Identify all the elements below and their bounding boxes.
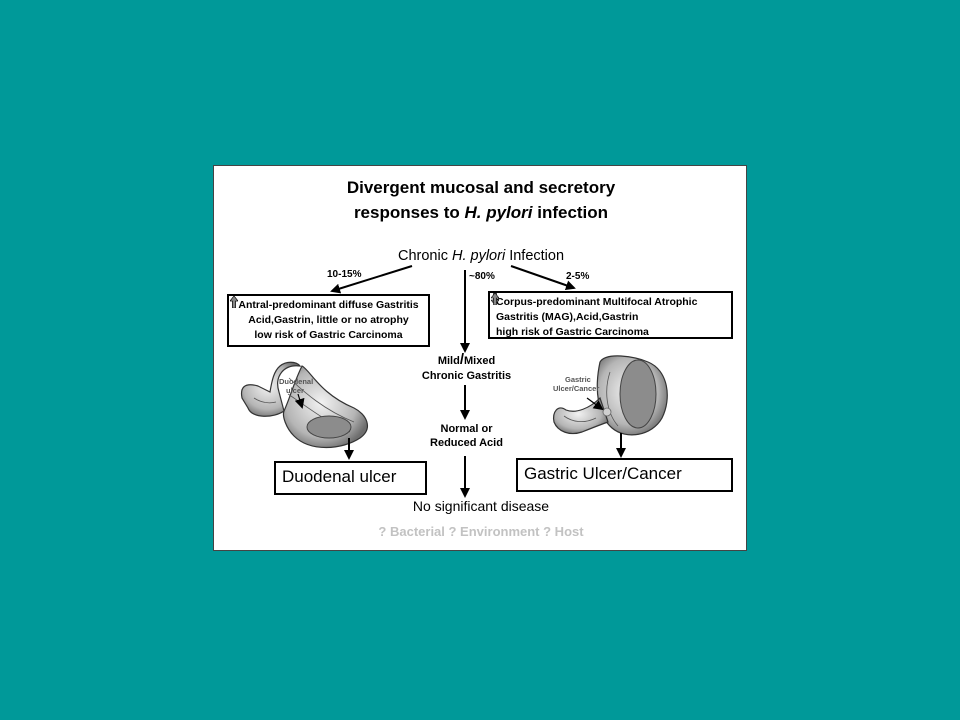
up-arrow-icon xyxy=(491,293,499,305)
title-line-2: responses to H. pylori infection xyxy=(214,203,748,223)
duodenal-ulcer-label-line-2: ulcer xyxy=(286,386,304,395)
duodenal-ulcer-stomach-image xyxy=(240,361,369,448)
arrow-to-right-box xyxy=(510,265,576,291)
reduced-acid-label: Reduced Acid xyxy=(430,437,503,449)
right-box-line-3: high risk of Gastric Carcinoma xyxy=(496,326,649,338)
chronic-infection-label: Chronic H. pylori Infection xyxy=(214,247,748,265)
percent-left: 10-15% xyxy=(327,269,362,280)
no-significant-disease-label: No significant disease xyxy=(412,498,550,514)
title-line-2-prefix: responses to xyxy=(353,203,465,222)
right-box-line-2: Gastritis (MAG),Acid,Gastrin xyxy=(491,293,725,325)
factors-footer: ? Bacterial ? Environment ? Host xyxy=(378,524,584,539)
right-box-gastrin: Gastrin xyxy=(601,311,639,323)
percent-right: 2-5% xyxy=(566,271,590,282)
percent-middle: ~80% xyxy=(469,271,495,282)
left-box-acid: Acid, xyxy=(248,314,274,326)
antral-gastritis-box: Antral-predominant diffuse Gastritis Aci… xyxy=(227,294,430,347)
arrow-to-left-box xyxy=(330,265,413,294)
right-box-mag: Gastritis (MAG), xyxy=(496,311,576,323)
gastric-cancer-stomach-image xyxy=(553,355,668,436)
gastric-ulcer-cancer-outcome-box: Gastric Ulcer/Cancer xyxy=(516,458,733,492)
slide: Divergent mucosal and secretory response… xyxy=(213,165,747,551)
mixed-label: Mixed xyxy=(463,355,496,367)
left-box-line-1: Antral-predominant diffuse Gastritis xyxy=(238,299,419,311)
normal-or-label: Normal or xyxy=(440,423,493,435)
infection-suffix: Infection xyxy=(505,248,565,264)
infection-italic: H. pylori xyxy=(451,248,506,264)
title-line-2-italic: H. pylori xyxy=(464,203,533,222)
title-line-1: Divergent mucosal and secretory xyxy=(346,178,616,197)
diagram-graphics xyxy=(240,265,668,498)
left-ulcer-ellipse xyxy=(306,415,352,439)
gastric-ulcer-label-line-1: Gastric xyxy=(565,375,591,384)
gastric-ulcer-label-line-2: Ulcer/Cancer xyxy=(553,384,600,393)
up-arrow-icon xyxy=(230,296,238,308)
left-box-line-2: Acid,Gastrin, little or no atrophy xyxy=(230,296,424,328)
title-line-2-suffix: infection xyxy=(532,203,609,222)
mild-mixed-label: Mild/Mixed xyxy=(404,351,529,368)
mild-slash: / xyxy=(459,351,464,368)
duodenal-ulcer-label-line-1: Duodenal xyxy=(279,377,314,386)
chronic-gastritis-label: Chronic Gastritis xyxy=(421,370,512,382)
infection-prefix: Chronic xyxy=(397,248,452,264)
mild-label: Mild xyxy=(437,355,460,367)
right-box-line-1: Corpus-predominant Multifocal Atrophic xyxy=(496,296,698,308)
multifocal-atrophic-gastritis-box: Corpus-predominant Multifocal Atrophic G… xyxy=(488,291,733,339)
left-box-line-3: low risk of Gastric Carcinoma xyxy=(254,329,403,341)
duodenal-ulcer-outcome-box: Duodenal ulcer xyxy=(274,461,427,495)
right-cancer-ellipse xyxy=(619,359,657,429)
left-box-gastrin: Gastrin, little or no atrophy xyxy=(273,314,409,326)
right-box-acid: Acid, xyxy=(575,311,602,323)
